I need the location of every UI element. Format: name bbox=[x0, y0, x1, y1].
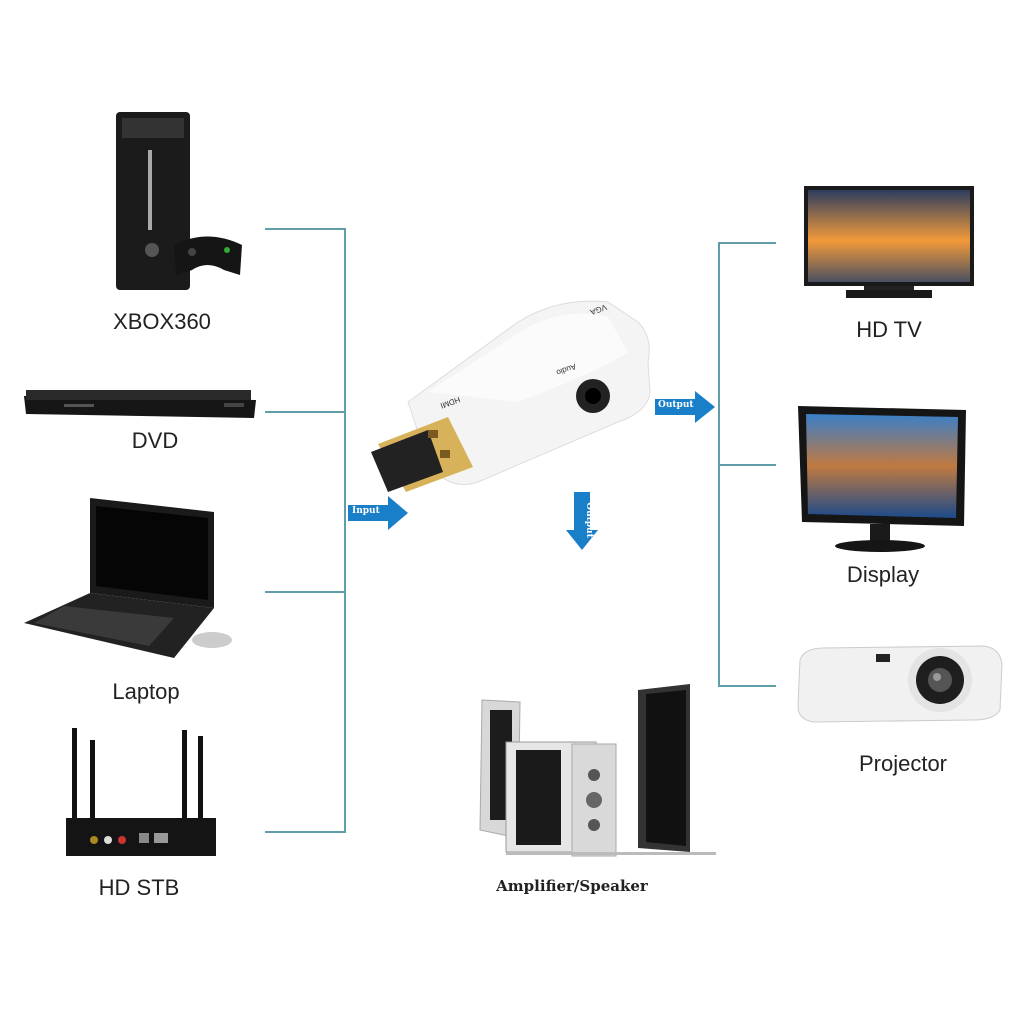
source-label-laptop: Laptop bbox=[112, 679, 180, 704]
source-bracket-vertical bbox=[344, 228, 346, 833]
output-down-arrow-label: Output bbox=[583, 502, 594, 538]
input-arrow-icon bbox=[348, 496, 408, 530]
source-line-dvd bbox=[265, 411, 345, 413]
output-label-hdtv: HD TV bbox=[856, 317, 922, 342]
hdmi-vga-adapter bbox=[371, 300, 651, 492]
source-line-xbox bbox=[265, 228, 345, 230]
speaker-icon bbox=[479, 684, 716, 857]
output-right-arrow-icon bbox=[655, 391, 715, 423]
set-top-box-icon bbox=[66, 728, 216, 856]
output-label-speaker: Amplifier/Speaker bbox=[496, 877, 648, 895]
laptop-icon bbox=[24, 498, 232, 658]
projector-icon bbox=[797, 645, 1003, 723]
output-right-arrow-label: Output bbox=[658, 400, 694, 410]
source-label-stb: HD STB bbox=[98, 875, 180, 900]
source-line-laptop bbox=[265, 591, 345, 593]
output-line-display bbox=[718, 464, 776, 466]
input-arrow-label: Input bbox=[352, 506, 380, 516]
game-console-icon bbox=[116, 112, 242, 290]
dvd-player-icon bbox=[24, 390, 256, 418]
output-down-arrow-icon bbox=[566, 492, 598, 550]
source-label-dvd: DVD bbox=[131, 428, 179, 453]
source-label-xbox: XBOX360 bbox=[113, 309, 211, 334]
output-label-display: Display bbox=[846, 562, 920, 587]
source-line-stb bbox=[265, 831, 345, 833]
output-line-projector bbox=[718, 685, 776, 687]
output-line-tv bbox=[718, 242, 776, 244]
monitor-icon bbox=[798, 406, 966, 552]
tv-icon bbox=[804, 186, 974, 298]
output-label-projector: Projector bbox=[858, 751, 948, 776]
